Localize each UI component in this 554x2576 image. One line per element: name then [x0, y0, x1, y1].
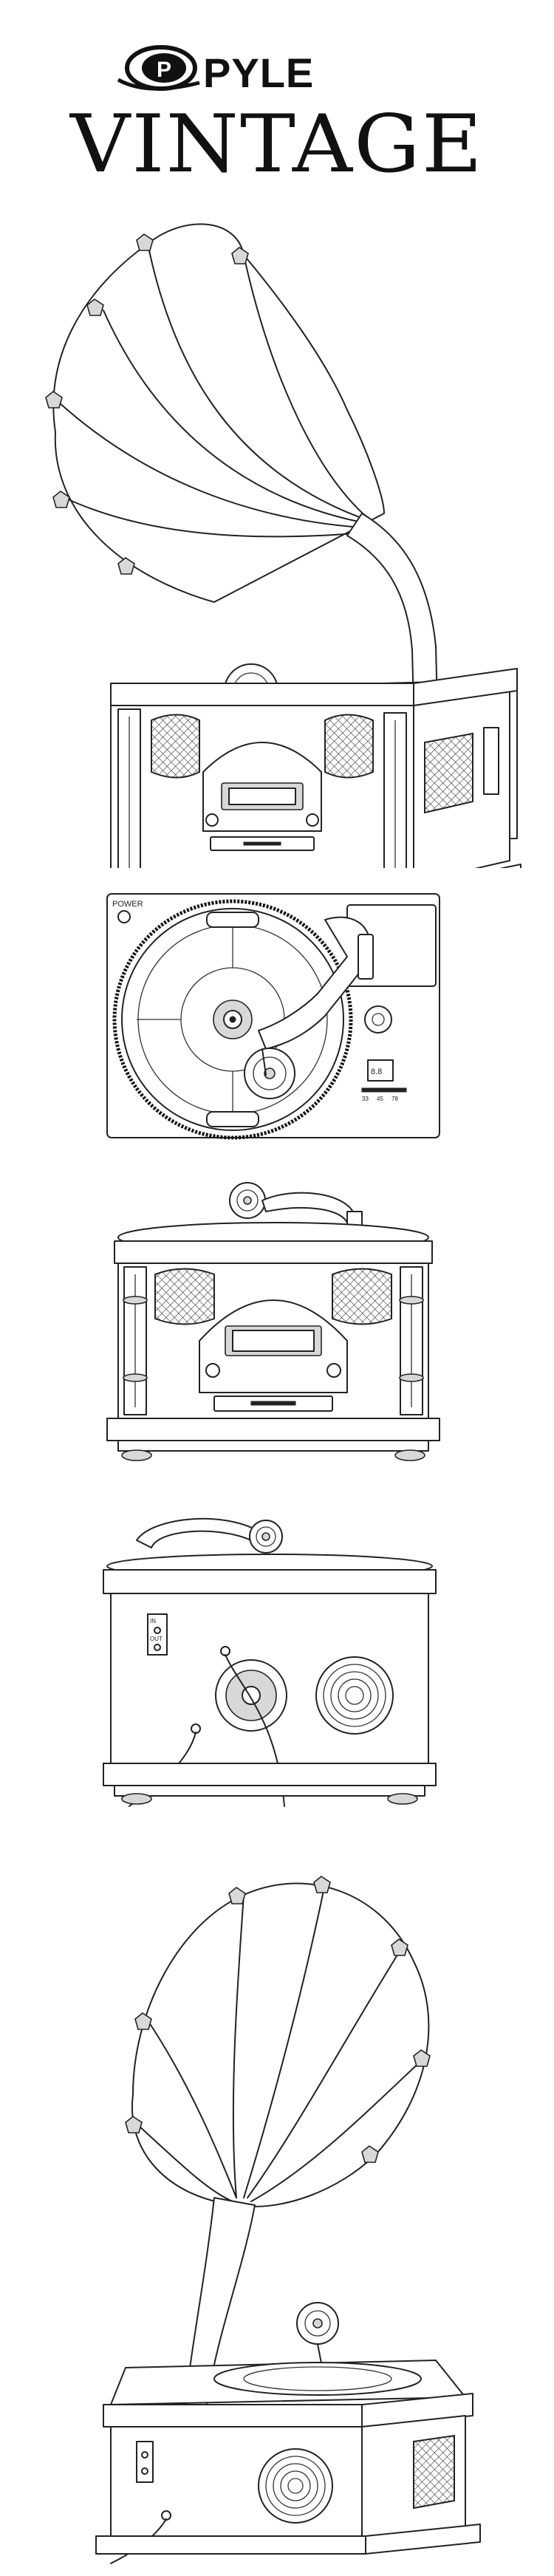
cabinet-front-view — [103, 1171, 443, 1466]
bass-port-grille — [258, 2448, 333, 2524]
jack-panel: IN OUT — [147, 1613, 168, 1656]
top-lid — [114, 1240, 433, 1264]
turntable-platter — [110, 2360, 466, 2405]
platter-edge — [112, 899, 353, 1140]
base — [95, 2535, 366, 2555]
bass-port-grille — [315, 1656, 394, 1735]
brand-name: PYLE — [203, 49, 314, 96]
control-knob — [364, 1005, 392, 1034]
speed-33-label: 33 — [362, 1096, 369, 1102]
power-knob — [117, 910, 131, 923]
cabinet — [110, 668, 521, 868]
radio-panel — [199, 1299, 348, 1412]
right-speaker-grille — [324, 714, 374, 779]
front-column — [117, 708, 407, 868]
gramophone-perspective-view — [0, 188, 554, 868]
horn-rivet — [45, 233, 249, 575]
speed-display — [367, 1059, 394, 1082]
brand-header: P PYLE VINTAGE — [0, 0, 554, 185]
brand-logo: P PYLE VINTAGE — [69, 45, 484, 185]
cabinet-back-view: IN OUT — [85, 1496, 454, 1828]
top-lid — [103, 1569, 437, 1594]
vintage-title: VINTAGE — [69, 98, 484, 185]
tone-arm — [244, 904, 437, 1099]
horn-rivet — [125, 1876, 431, 2163]
logo-letter: P — [157, 58, 171, 82]
tone-arm-back — [136, 1517, 283, 1554]
pyle-logo-icon: P — [117, 45, 200, 91]
right-speaker-grille — [332, 1268, 392, 1325]
radio-panel — [202, 742, 322, 851]
front-column — [123, 1266, 424, 1415]
horn-bell — [45, 223, 385, 603]
jack-in-label: IN — [150, 1618, 156, 1624]
base — [103, 1763, 437, 1786]
speed-45-label: 45 — [377, 1096, 383, 1102]
turntable-top-view: POWER 8.8 33 45 — [103, 890, 443, 1141]
speed-78-label: 78 — [391, 1096, 398, 1102]
cabinet — [95, 2393, 481, 2564]
side-speaker — [424, 727, 499, 814]
tone-arm-front — [229, 1182, 363, 1234]
jack-panel — [136, 2441, 154, 2483]
left-speaker-grille — [154, 1268, 215, 1325]
horn-bell — [125, 1876, 431, 2207]
speed-selector: 33 45 78 — [361, 1087, 407, 1102]
left-speaker-grille — [151, 714, 200, 779]
jack-out-label: OUT — [150, 1636, 163, 1642]
power-label: POWER — [112, 900, 143, 909]
side-speaker — [413, 2434, 455, 2510]
base — [106, 1418, 440, 1441]
gramophone-rear-perspective-view — [0, 1851, 554, 2567]
svg-text:8.8: 8.8 — [371, 1067, 382, 1076]
woofer — [215, 1659, 287, 1732]
